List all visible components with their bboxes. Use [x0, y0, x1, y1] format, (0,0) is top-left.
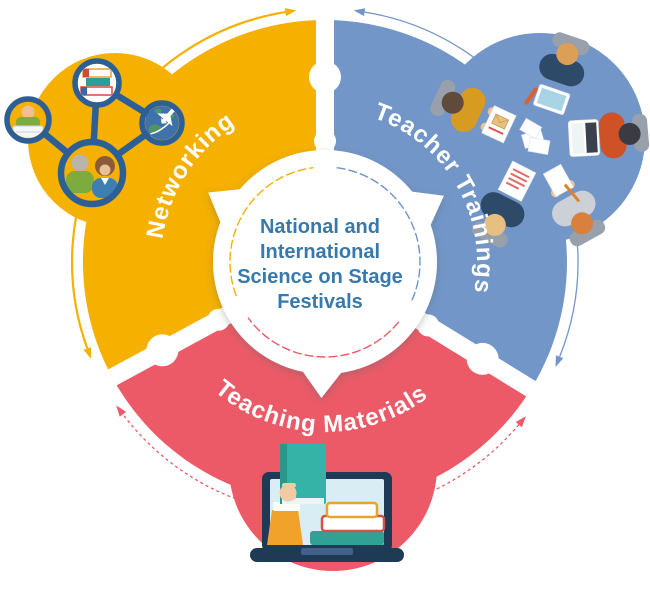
divider-pin: [466, 342, 499, 375]
arrowhead-icon: [353, 8, 366, 17]
paper-icon: [542, 163, 574, 198]
center-title: National and International Science on St…: [237, 216, 403, 313]
laptop-hinge: [301, 548, 353, 555]
pen-icon: [524, 87, 538, 105]
center-emblem: [208, 150, 444, 398]
laptop-user-node-icon: [4, 96, 52, 144]
arrowhead-icon: [284, 8, 297, 17]
divider-pin: [309, 61, 341, 93]
hand-holding-book-icon: [267, 444, 326, 545]
arrowhead-icon: [515, 416, 526, 428]
tablet-icon: [533, 84, 571, 115]
book-stack-icon: [310, 501, 386, 545]
teaching-materials-arc-arrow: [122, 413, 520, 516]
center-title-line: International: [260, 241, 380, 263]
divider-pin: [417, 314, 440, 337]
books-node-icon: [72, 58, 122, 108]
divider-pins: [146, 61, 499, 375]
arrowhead-icon: [116, 405, 127, 417]
arrowhead-icon: [83, 347, 92, 359]
teachers-round-table-icon: [430, 32, 650, 248]
center-title-line: National and: [260, 216, 380, 238]
divider-pin: [314, 130, 336, 152]
network-graph-icon: [4, 58, 185, 208]
airplane-icon: [157, 107, 176, 127]
divider-pin: [207, 308, 230, 331]
document-icon: [497, 160, 537, 202]
document-icon: [481, 105, 517, 144]
center-emblem-rings: [229, 167, 421, 358]
globe-plane-node-icon: [139, 100, 185, 146]
laptop-top-icon: [567, 119, 601, 157]
center-title-line: Festivals: [277, 291, 363, 313]
laptop-with-books-icon: [250, 444, 404, 562]
divider-pin: [146, 334, 179, 367]
table-papers: [519, 117, 551, 155]
teacher-heads: [441, 43, 641, 236]
arrowhead-icon: [555, 355, 564, 367]
people-node-icon: [57, 138, 127, 208]
center-title-line: Science on Stage: [237, 266, 403, 288]
pencil-icon: [563, 183, 581, 203]
